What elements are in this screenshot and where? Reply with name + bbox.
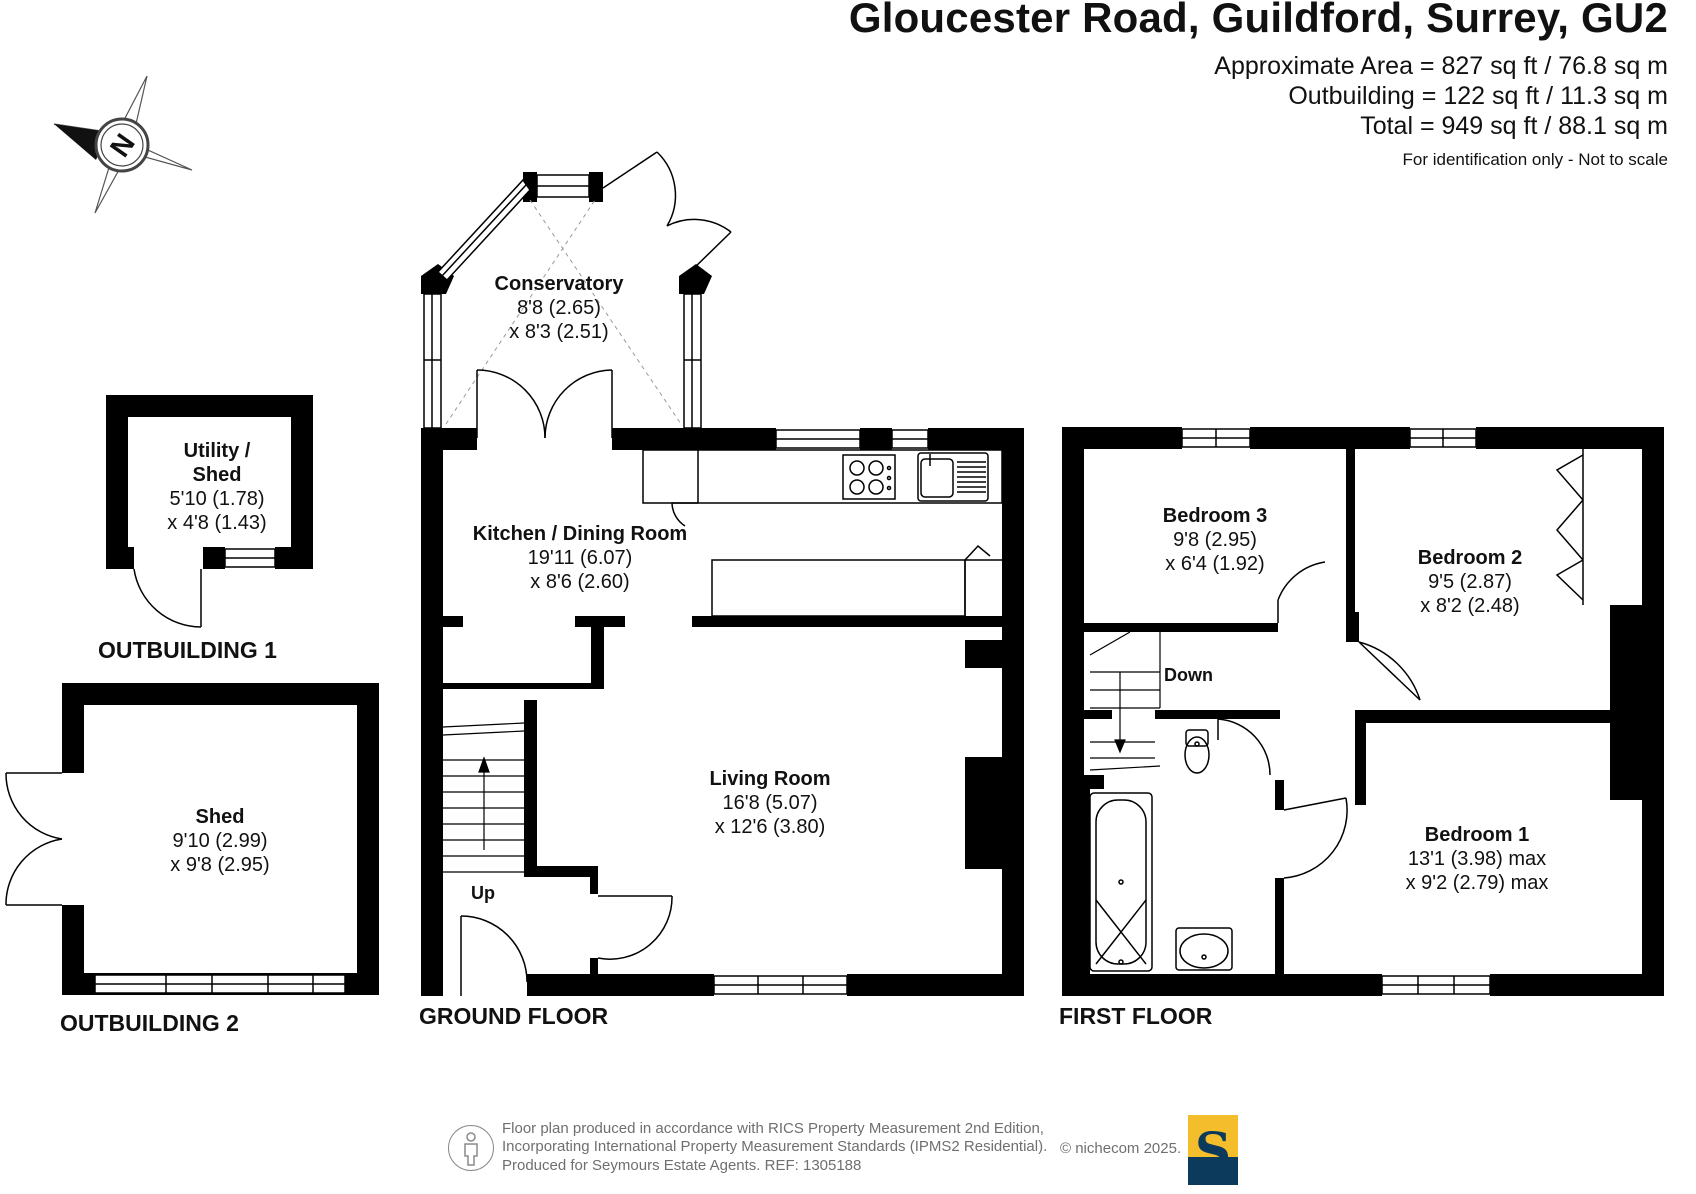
room-dim: x 6'4 (1.92) — [1165, 553, 1265, 575]
conservatory-diagonals — [445, 199, 682, 425]
room-dim: x 4'8 (1.43) — [167, 512, 267, 534]
room-dim: 9'10 (2.99) — [172, 830, 268, 852]
outbuilding-area: Outbuilding = 122 sq ft / 11.3 sq m — [1288, 82, 1668, 110]
room-living: Living Room 16'8 (5.07) x 12'6 (3.80) — [670, 767, 870, 839]
conservatory-doors — [476, 151, 732, 439]
room-name: Utility / — [183, 440, 251, 462]
room-dim: 8'8 (2.65) — [517, 297, 601, 319]
logo-letter: S — [1194, 1121, 1232, 1180]
ground-floor-windows — [713, 429, 929, 995]
room-dim: x 12'6 (3.80) — [714, 816, 826, 838]
scale-note: For identification only - Not to scale — [1402, 150, 1668, 169]
room-name: Bedroom 1 — [1424, 824, 1530, 846]
approximate-area: Approximate Area = 827 sq ft / 76.8 sq m — [1214, 52, 1668, 80]
outbuilding1-label: OUTBUILDING 1 — [98, 637, 277, 663]
room-dim: 16'8 (5.07) — [722, 792, 818, 814]
stairs-down-label: Down — [1164, 665, 1213, 685]
room-name: Conservatory — [494, 273, 624, 295]
room-bedroom-3: Bedroom 3 9'8 (2.95) x 6'4 (1.92) — [1125, 504, 1305, 576]
room-dim: x 8'6 (2.60) — [530, 571, 630, 593]
footer-line: Produced for Seymours Estate Agents. REF… — [502, 1156, 862, 1174]
room-dim: 5'10 (1.78) — [169, 488, 265, 510]
total-area: Total = 949 sq ft / 88.1 sq m — [1360, 112, 1668, 140]
room-dim: 19'11 (6.07) — [527, 547, 633, 569]
ground-floor-walls — [421, 172, 1024, 996]
room-shed: Shed 9'10 (2.99) x 9'8 (2.95) — [140, 805, 300, 877]
room-conservatory: Conservatory 8'8 (2.65) x 8'3 (2.51) — [459, 272, 659, 344]
conservatory-glazing — [423, 174, 702, 429]
room-dim: x 8'2 (2.48) — [1420, 595, 1520, 617]
stairs-up-label: Up — [471, 883, 495, 903]
outbuilding1-walls — [106, 395, 313, 569]
compass-rose-icon: N — [53, 75, 193, 214]
room-utility-shed: Utility / Shed 5'10 (1.78) x 4'8 (1.43) — [137, 439, 297, 535]
room-name: Living Room — [709, 768, 831, 790]
bedroom2-wardrobe — [1555, 449, 1584, 605]
room-name: Bedroom 3 — [1162, 505, 1268, 527]
room-dim: 9'5 (2.87) — [1428, 571, 1512, 593]
copyright: © nichecom 2025. — [1060, 1140, 1182, 1157]
outbuilding1-door — [133, 568, 202, 628]
footer-text: Floor plan produced in accordance with R… — [502, 1120, 1047, 1175]
outbuilding2-window — [94, 974, 346, 994]
first-floor-windows — [1181, 428, 1491, 995]
page-title: Gloucester Road, Guildford, Surrey, GU2 — [848, 0, 1668, 41]
first-floor-label: FIRST FLOOR — [1059, 1003, 1213, 1029]
room-dim: x 9'2 (2.79) max — [1405, 872, 1549, 894]
room-dim: x 9'8 (2.95) — [170, 854, 270, 876]
bathroom-fittings — [1089, 729, 1233, 972]
room-name: Bedroom 2 — [1417, 547, 1523, 569]
first-floor-doors — [1217, 561, 1421, 879]
ground-doors — [460, 895, 673, 996]
footer-line: Incorporating International Property Mea… — [502, 1138, 1048, 1156]
room-name: Shed — [192, 464, 242, 486]
outbuilding2-doors — [5, 772, 63, 906]
room-dim: x 8'3 (2.51) — [509, 321, 609, 343]
first-floor-walls — [1062, 427, 1664, 996]
person-icon — [448, 1125, 494, 1171]
first-floor-stairs — [1089, 631, 1161, 771]
room-bedroom-2: Bedroom 2 9'5 (2.87) x 8'2 (2.48) — [1380, 546, 1560, 618]
footer-line: Floor plan produced in accordance with R… — [502, 1120, 1044, 1137]
outbuilding1-window — [224, 548, 276, 568]
outbuilding2-label: OUTBUILDING 2 — [60, 1010, 239, 1036]
kitchen-units — [642, 449, 1003, 617]
room-name: Shed — [195, 806, 245, 828]
room-kitchen-dining: Kitchen / Dining Room 19'11 (6.07) x 8'6… — [450, 522, 710, 594]
room-name: Kitchen / Dining Room — [472, 523, 688, 545]
ground-floor-label: GROUND FLOOR — [419, 1003, 609, 1029]
room-dim: 9'8 (2.95) — [1173, 529, 1257, 551]
room-bedroom-1: Bedroom 1 13'1 (3.98) max x 9'2 (2.79) m… — [1372, 823, 1582, 895]
agent-logo: S — [1188, 1115, 1238, 1185]
room-dim: 13'1 (3.98) max — [1407, 848, 1547, 870]
ground-stairs — [442, 722, 525, 873]
